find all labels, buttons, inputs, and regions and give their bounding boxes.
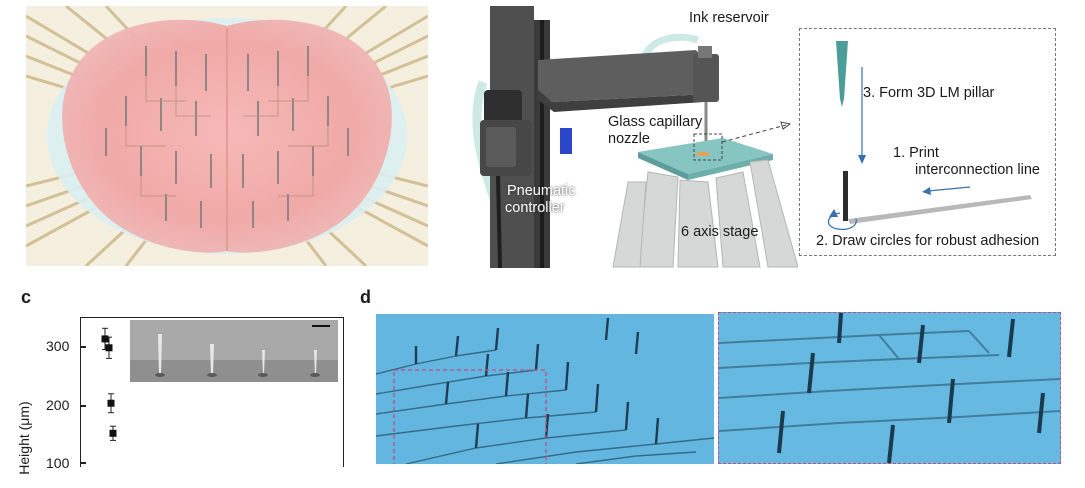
glass-capillary-label: Glass capillary xyxy=(608,114,703,130)
nozzle-label: nozzle xyxy=(608,131,650,147)
step1-label-line1: 1. Print xyxy=(893,145,939,161)
sem-pillars-drawing xyxy=(130,320,338,382)
panel-d-letter: d xyxy=(360,287,371,307)
printer-drawing xyxy=(472,6,798,268)
step3-label: 3. Form 3D LM pillar xyxy=(863,85,995,101)
ytick-mark-300 xyxy=(80,346,86,348)
step1-label-line2: interconnection line xyxy=(915,162,1040,178)
data-point xyxy=(109,429,117,437)
ytick-300: 300 xyxy=(46,338,70,354)
scatter-points-group xyxy=(101,327,117,441)
ylabel-height: Height (μm) xyxy=(16,401,32,475)
ink-reservoir-label: Ink reservoir xyxy=(689,10,769,26)
panel-d-overview-drawing xyxy=(376,314,714,464)
height-scatter xyxy=(101,327,117,441)
panel-a-brain-image xyxy=(26,6,428,266)
six-axis-stage-label: 6 axis stage xyxy=(681,224,759,240)
brain-electrode-illustration xyxy=(26,6,428,266)
pneumatic-label: Pneumatic xyxy=(507,183,576,199)
panel-d-photo-overview xyxy=(376,314,714,464)
controller-label: controller xyxy=(505,200,565,216)
sem-pillars-inset xyxy=(130,320,338,382)
data-point xyxy=(105,344,113,352)
ytick-100: 100 xyxy=(46,455,70,471)
height-plot-area xyxy=(80,317,344,467)
panel-c-letter: c xyxy=(21,287,32,307)
ytick-200: 200 xyxy=(46,397,70,413)
ytick-mark-100 xyxy=(80,462,86,464)
panel-b-printer-illustration xyxy=(468,2,798,268)
panel-d-zoom-drawing xyxy=(719,313,1060,463)
step2-label: 2. Draw circles for robust adhesion xyxy=(816,233,1040,249)
ytick-mark-200 xyxy=(80,405,86,407)
data-point xyxy=(107,399,115,407)
printing-steps-drawing xyxy=(827,41,1032,231)
printing-steps-inset xyxy=(799,28,1056,256)
data-point xyxy=(101,335,109,343)
panel-d-photo-zoom xyxy=(718,312,1061,464)
